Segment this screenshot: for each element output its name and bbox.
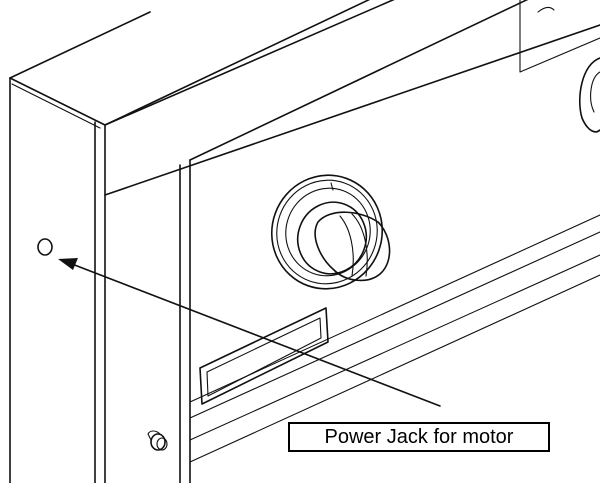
control-knob xyxy=(270,174,391,290)
callout-label: Power Jack for motor xyxy=(288,422,550,452)
control-panel xyxy=(104,0,600,483)
power-jack xyxy=(37,238,53,256)
cabinet-top xyxy=(9,0,395,483)
panel-slot xyxy=(199,307,329,405)
callout-arrow xyxy=(58,258,441,407)
lower-peg xyxy=(147,430,168,451)
